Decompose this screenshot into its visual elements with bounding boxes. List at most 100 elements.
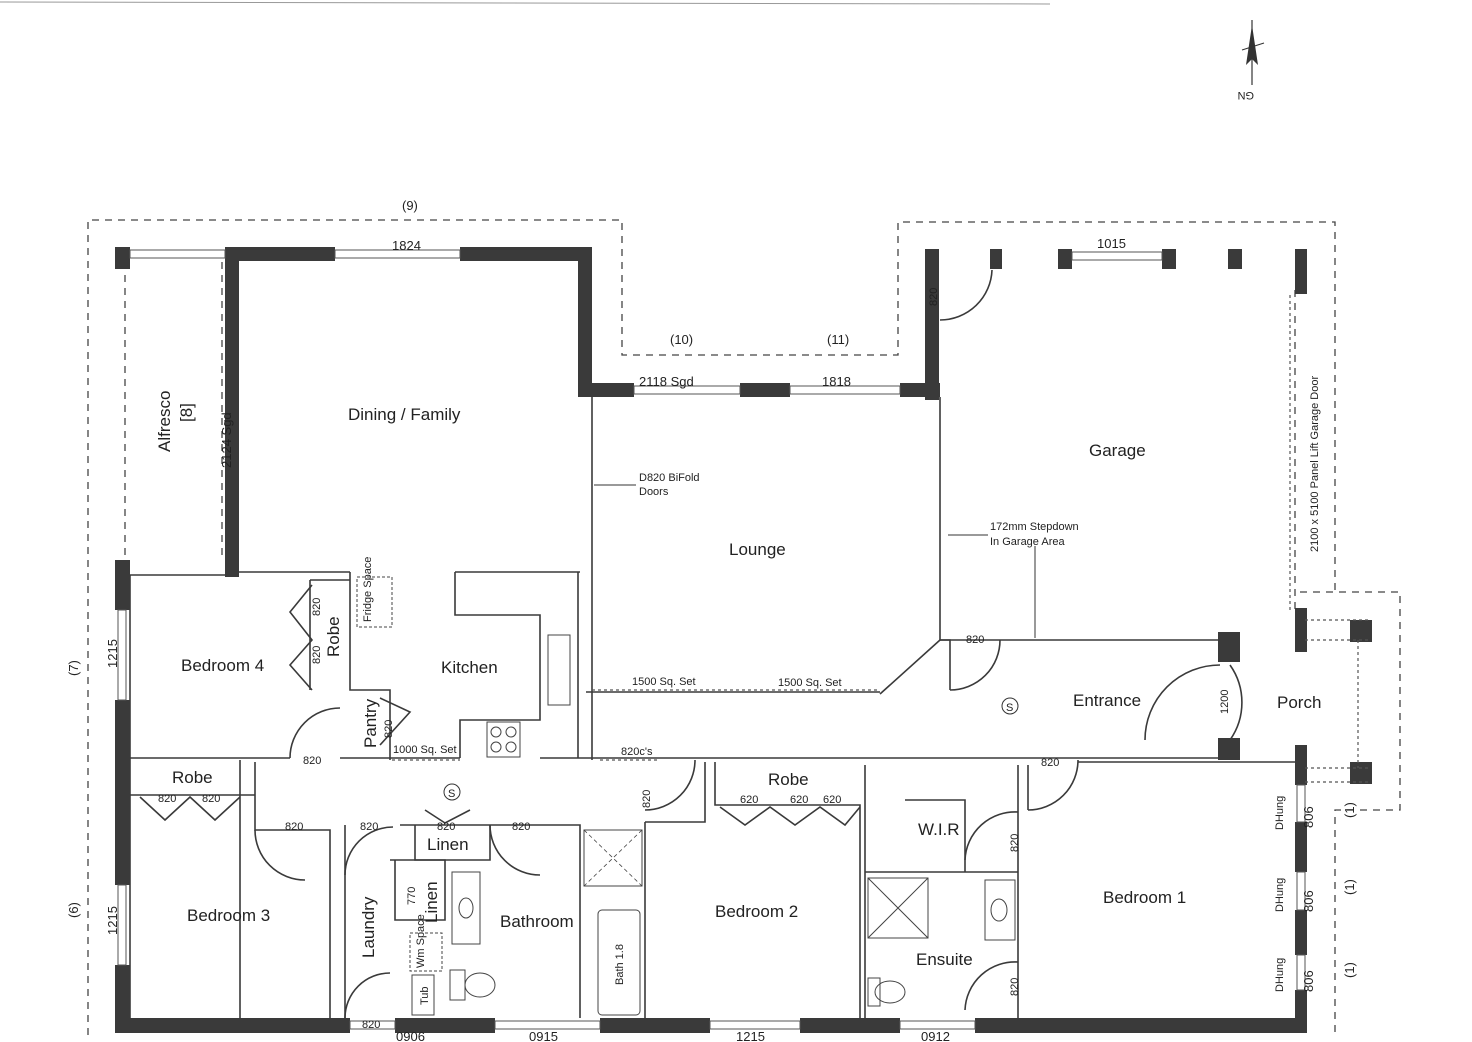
ceiling-set-lines — [392, 295, 1370, 783]
room-robe-bed3: Robe — [172, 768, 213, 787]
note-bifold-2: Doors — [639, 486, 669, 498]
dim-robe-bed2-c: 620 — [823, 794, 841, 806]
dim-window-bed4: 1215 — [105, 639, 120, 668]
smoke-detectors: S S — [443, 697, 1019, 801]
dim-door-laundry: 820 — [360, 821, 378, 833]
dim-window-ensuite: 0912 — [921, 1029, 950, 1042]
dim-door-linen: 820 — [437, 821, 455, 833]
walls — [115, 247, 1372, 1033]
area-1a: (1) — [1342, 802, 1357, 818]
area-11: (11) — [827, 332, 849, 347]
dim-door-garage: 820 — [928, 288, 940, 306]
vanity-basin-icon — [451, 871, 481, 945]
room-robe-bed2: Robe — [768, 770, 809, 789]
dim-door-bed3: 820 — [285, 821, 303, 833]
dim-door-bed2: 820 — [641, 790, 653, 808]
tub-box — [411, 974, 435, 1016]
room-robe-bed4: Robe — [324, 616, 343, 657]
dim-door-entry: 1200 — [1219, 690, 1231, 714]
dim-door-wir: 820 — [1009, 834, 1021, 852]
area-9: (9) — [402, 198, 418, 213]
dim-window-lounge: 1818 — [822, 374, 851, 389]
ensuite-shower-icon — [867, 877, 929, 939]
room-laundry: Laundry — [359, 896, 378, 958]
internal-walls — [129, 280, 1300, 1018]
room-alfresco: Alfresco — [155, 391, 174, 452]
dim-robe-bed3-b: 820 — [202, 793, 220, 805]
bathroom-fixtures — [409, 829, 1016, 1016]
external-boundaries — [87, 219, 1401, 1035]
area-7: (7) — [66, 660, 81, 676]
dim-door-bed4: 820 — [303, 755, 321, 767]
toilet-icon — [449, 969, 466, 1001]
room-tub: Tub — [419, 986, 431, 1005]
note-set-2: 1500 Sq. Set — [778, 677, 842, 689]
room-lounge: Lounge — [729, 540, 786, 559]
smoke-detector-icon — [443, 783, 461, 801]
room-labels: Alfresco [8] Dining / Family Lounge Gara… — [155, 391, 1321, 1005]
note-set-3: 1000 Sq. Set — [393, 744, 457, 756]
area-1c: (1) — [1342, 962, 1357, 978]
kitchen-fixtures — [356, 576, 571, 758]
note-stepdown: 172mm Stepdown — [990, 521, 1079, 533]
room-linen-1: Linen — [427, 835, 469, 854]
room-fridge-space: Fridge Space — [362, 557, 374, 622]
note-820s: 820c's — [621, 746, 653, 758]
note-sgd-alfresco: 2124 Sgd — [219, 412, 234, 468]
dim-dhung-1: 806 — [1301, 806, 1316, 828]
north-label: GN — [1237, 89, 1254, 101]
room-pantry: Pantry — [361, 698, 380, 748]
room-bedroom-4: Bedroom 4 — [181, 656, 264, 675]
shower-icon — [583, 829, 643, 887]
dim-robe-bed2-a: 620 — [740, 794, 758, 806]
area-numbers: (9) (10) (11) (7) (6) (1) (1) (1) — [66, 198, 1357, 978]
windows — [117, 249, 1306, 1030]
note-bifold: D820 BiFold — [639, 472, 700, 484]
room-linen-2: Linen — [422, 881, 441, 923]
room-bedroom-1: Bedroom 1 — [1103, 888, 1186, 907]
dim-laundry-ext-door: 820 — [362, 1019, 380, 1031]
dim-robe-bed3-a: 820 — [158, 793, 176, 805]
note-set-1: 1500 Sq. Set — [632, 676, 696, 688]
dimension-labels: 1824 1015 1818 1215 1215 0906 0915 1215 … — [105, 236, 1316, 1042]
dim-window-bed3: 1215 — [105, 906, 120, 935]
area-10: (10) — [670, 332, 693, 347]
room-bath: Bath 1.8 — [614, 944, 626, 985]
area-1b: (1) — [1342, 879, 1357, 895]
label-dhung-1: DHung — [1274, 796, 1286, 830]
dim-robe-bed4-a: 820 — [311, 598, 323, 616]
smoke-label: S — [448, 788, 455, 800]
dim-window-bed2: 1215 — [736, 1029, 765, 1042]
sink-icon — [547, 634, 571, 706]
label-dhung-2: DHung — [1274, 878, 1286, 912]
wm-space-box — [409, 932, 443, 972]
ensuite-toilet-icon — [874, 980, 906, 1004]
smoke-label: S — [1006, 702, 1013, 714]
room-bathroom: Bathroom — [500, 912, 574, 931]
room-kitchen: Kitchen — [441, 658, 498, 677]
dim-pantry-door: 820 — [383, 720, 395, 738]
bath-tub-icon — [597, 909, 641, 1016]
room-bedroom-3: Bedroom 3 — [187, 906, 270, 925]
area-6: (6) — [66, 902, 81, 918]
dim-robe-bed4-b: 820 — [311, 646, 323, 664]
room-garage: Garage — [1089, 441, 1146, 460]
dim-door-ensuite: 820 — [1009, 978, 1021, 996]
scan-edge — [0, 1, 1051, 5]
dim-window-laundry: 0906 — [396, 1029, 425, 1042]
dim-dhung-3: 806 — [1301, 970, 1316, 992]
dim-door-bath: 820 — [512, 821, 530, 833]
note-sgd-top: 2118 Sgd — [639, 374, 694, 389]
room-bedroom-2: Bedroom 2 — [715, 902, 798, 921]
room-ensuite: Ensuite — [916, 950, 973, 969]
dim-robe-bed2-b: 620 — [790, 794, 808, 806]
dim-linen-770: 770 — [406, 887, 418, 905]
north-arrow-icon: GN — [1237, 20, 1265, 101]
room-wir: W.I.R — [918, 820, 960, 839]
dim-window-bath: 0915 — [529, 1029, 558, 1042]
dim-door-bed1: 820 — [1041, 757, 1059, 769]
room-dining-family: Dining / Family — [348, 405, 461, 424]
robe-doors — [139, 584, 861, 827]
door-swings — [254, 269, 1301, 1019]
